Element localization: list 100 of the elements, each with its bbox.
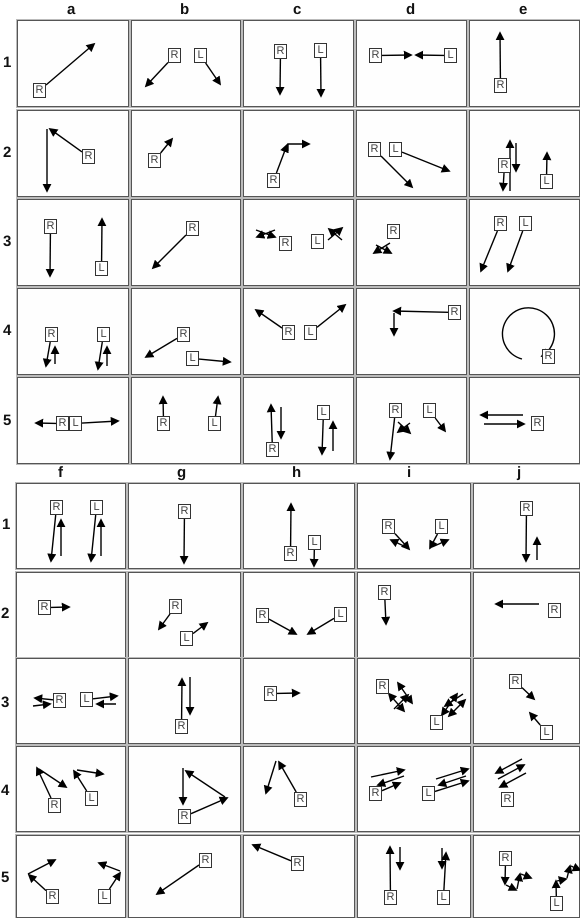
arrow xyxy=(441,851,450,890)
letter-box: L xyxy=(444,48,457,63)
arrow xyxy=(97,217,106,261)
letter-box: L xyxy=(90,500,103,515)
arrow xyxy=(266,403,276,442)
letter-box: R xyxy=(369,48,382,63)
letter-box: R xyxy=(168,48,181,63)
arrow xyxy=(94,342,104,371)
row-label: 5 xyxy=(3,413,12,429)
letter-box: L xyxy=(550,896,563,911)
letter-box: R xyxy=(148,153,161,168)
letter-box: R xyxy=(274,44,287,59)
letter-box: R xyxy=(284,546,297,561)
arrow xyxy=(92,692,119,702)
letter-box: L xyxy=(311,234,324,249)
arrow xyxy=(552,879,561,896)
arrow xyxy=(382,50,413,60)
arrow xyxy=(158,395,168,416)
arrow xyxy=(440,692,458,716)
letter-box: R xyxy=(50,500,63,515)
letter-box: L xyxy=(430,715,443,730)
arrow xyxy=(386,845,395,890)
arrow xyxy=(506,230,524,273)
letter-box: L xyxy=(180,631,193,646)
column-header: g xyxy=(177,465,186,481)
letter-box: R xyxy=(498,158,511,173)
arrow xyxy=(380,156,414,188)
letter-box: R xyxy=(48,798,61,813)
row-label: 2 xyxy=(1,606,10,622)
arrow xyxy=(73,769,88,792)
arrow xyxy=(212,395,222,416)
arrow xyxy=(158,614,171,630)
letter-box: R xyxy=(384,890,397,905)
letter-box: R xyxy=(82,149,95,164)
letter-box: R xyxy=(157,416,170,431)
arrow xyxy=(82,416,120,426)
letter-box: R xyxy=(494,78,507,93)
letter-box: L xyxy=(97,327,110,342)
letter-box: R xyxy=(266,442,279,457)
arrow xyxy=(434,418,446,432)
arrow xyxy=(47,514,56,563)
row-label: 4 xyxy=(3,323,12,339)
arrow xyxy=(42,342,52,368)
arrow xyxy=(34,418,56,428)
letter-box: L xyxy=(69,416,82,431)
arrow xyxy=(318,420,327,456)
arrow xyxy=(144,338,178,358)
arrow xyxy=(46,42,96,86)
arrow xyxy=(306,618,334,635)
letter-box: R xyxy=(199,853,212,868)
letter-box: R xyxy=(46,889,59,904)
arrow xyxy=(276,143,289,174)
arrow xyxy=(316,304,346,328)
letter-box: L xyxy=(98,889,111,904)
arrow xyxy=(522,687,536,700)
letter-box: L xyxy=(304,325,317,340)
arrow xyxy=(500,866,510,886)
letter-box: R xyxy=(378,585,391,600)
column-header: h xyxy=(292,465,302,481)
arrow xyxy=(156,864,200,896)
letter-box: R xyxy=(282,325,295,340)
letter-box: R xyxy=(169,599,182,614)
arrow xyxy=(388,692,406,712)
letter-box: L xyxy=(186,351,199,366)
column-header: d xyxy=(406,2,416,18)
arrow xyxy=(542,151,552,174)
arrow xyxy=(434,778,470,792)
column-header: j xyxy=(517,465,522,481)
letter-box: L xyxy=(317,405,330,420)
arrow xyxy=(177,677,186,719)
letter-box: L xyxy=(437,890,450,905)
letter-box: R xyxy=(33,83,46,98)
letter-box: L xyxy=(208,416,221,431)
arrow xyxy=(278,760,297,792)
letter-box: R xyxy=(382,519,395,534)
row-label: 4 xyxy=(1,783,10,799)
arrow xyxy=(192,622,208,634)
arrow xyxy=(496,31,505,78)
letter-box: R xyxy=(294,792,307,807)
arrow xyxy=(386,418,396,461)
arrow xyxy=(414,50,444,60)
row-label: 3 xyxy=(3,234,12,250)
column-header: e xyxy=(519,2,528,18)
letter-box: L xyxy=(422,786,435,801)
letter-box: R xyxy=(38,600,51,615)
arrow xyxy=(28,874,46,892)
letter-box: L xyxy=(334,607,347,622)
letter-box: R xyxy=(175,719,188,734)
letter-box: L xyxy=(308,535,321,550)
letter-box: R xyxy=(548,603,561,618)
arrow xyxy=(180,519,189,565)
arrow xyxy=(498,172,508,192)
letter-box: R xyxy=(368,142,381,157)
letter-box: L xyxy=(85,791,98,806)
arrow xyxy=(392,306,448,316)
arrow xyxy=(316,58,326,98)
arrow xyxy=(480,230,498,273)
column-header: i xyxy=(407,465,412,481)
arrow xyxy=(160,138,174,154)
letter-box: R xyxy=(369,786,382,801)
